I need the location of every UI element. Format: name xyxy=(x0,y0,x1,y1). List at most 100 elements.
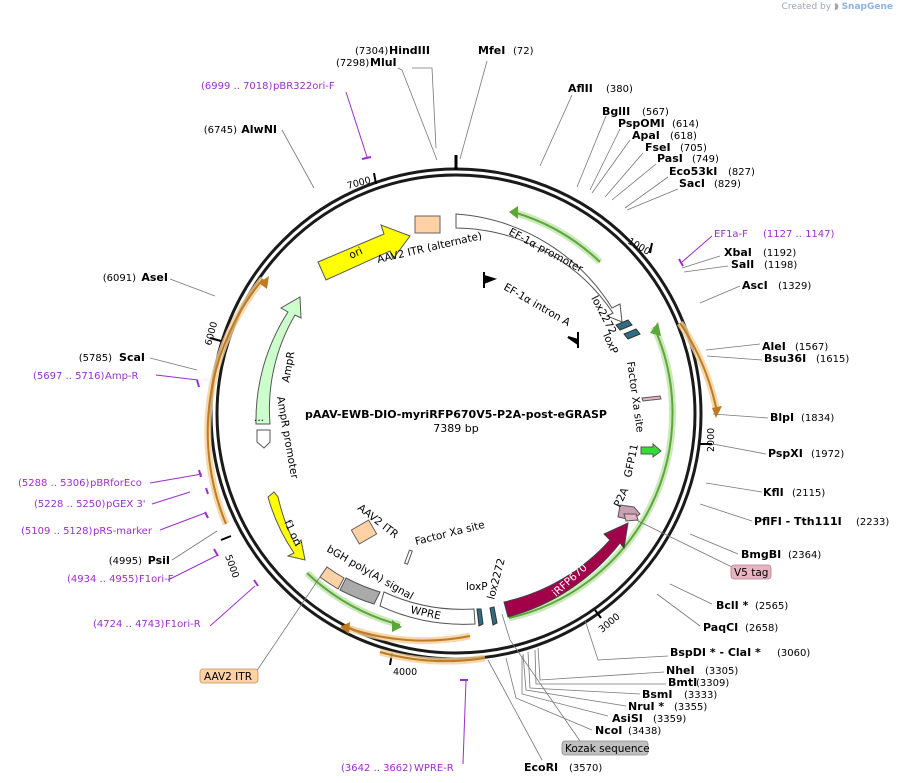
leader-asei xyxy=(169,278,216,297)
site-pos-ecori: (3570) xyxy=(569,763,602,774)
primer-marks xyxy=(196,156,684,681)
kozak-box xyxy=(561,740,649,756)
leader-nhei xyxy=(537,647,665,681)
primer-name-ef1a-f: EF1a-F xyxy=(714,229,748,240)
ampr-promoter-feature xyxy=(256,429,271,449)
site-name-asei: AseI xyxy=(141,271,168,284)
orf-arrowhead-irfp xyxy=(650,322,661,336)
site-name-nrui: NruI * xyxy=(628,700,664,713)
site-name-bsmi: BsmI xyxy=(642,688,673,701)
site-pos-asci: (1329) xyxy=(778,281,811,292)
site-name-mfei: MfeI xyxy=(478,44,505,57)
primer-mark-pbr322 xyxy=(361,156,372,160)
gfp11-feature xyxy=(640,442,662,458)
ef1a-promoter-feature xyxy=(455,213,623,323)
leader-v5 xyxy=(635,519,735,569)
site-name-alei: AleI xyxy=(762,340,786,353)
site-name-pasi: PasI xyxy=(657,152,683,165)
site-pos-fsei: (705) xyxy=(680,143,707,154)
label-lox2272-bottom: lox2272 xyxy=(485,557,507,601)
leader-mfei xyxy=(459,60,488,160)
leader-bsu36i xyxy=(706,355,763,361)
label-ampr-ellipsis: ... xyxy=(254,412,264,424)
primer-name-f1ori-r: F1ori-R xyxy=(165,619,201,630)
aav2-itr-alt-feature xyxy=(414,215,441,234)
label-gfp11: GFP11 xyxy=(622,443,641,479)
site-name-asisi: AsiSI xyxy=(612,712,643,725)
site-pos-blpi: (1834) xyxy=(801,413,834,424)
leader-bmti xyxy=(534,649,666,685)
primer-range-f1ori-r: (4724 .. 4743) xyxy=(93,619,165,630)
label-ampr: AmpR xyxy=(280,351,297,384)
ori-feature xyxy=(317,224,411,281)
label-loxp-bottom: loxP xyxy=(466,581,488,593)
leader-blpi xyxy=(712,413,769,419)
orf-arc-bottom1 xyxy=(344,626,471,642)
tick-7000 xyxy=(373,172,377,185)
site-name-eco53ki: Eco53kI xyxy=(669,165,717,178)
primer-mark-prs xyxy=(204,511,209,519)
primer-leaders xyxy=(149,91,713,765)
primer-mark-ef1a-f xyxy=(678,258,684,267)
leader-aav2-itr-bottom xyxy=(255,576,321,673)
site-pos-mlui: (7298) xyxy=(336,58,369,69)
leader-pasi xyxy=(611,163,657,201)
site-name-mlui: MluI xyxy=(370,56,397,69)
leader-kozak xyxy=(501,613,581,742)
leader-psii xyxy=(171,530,218,561)
orf-arc-ef1a xyxy=(512,211,601,263)
site-name-fsei: FseI xyxy=(645,141,671,154)
primer-mark-pbrforeco xyxy=(198,469,202,478)
leader-eco53ki xyxy=(624,176,669,209)
factor-xa-left-feature xyxy=(404,549,413,565)
site-pos-pspxi: (1972) xyxy=(811,449,844,460)
orf-arrowhead-right xyxy=(712,406,722,418)
site-name-pspxi: PspXI xyxy=(768,447,803,460)
tick-6000 xyxy=(209,337,222,342)
leader-mlui xyxy=(397,67,438,161)
wpre-feature xyxy=(379,591,476,625)
tick-label-3000: 3000 xyxy=(597,611,623,635)
primer-leader-f1ori-r xyxy=(209,585,256,627)
leader-ncoi xyxy=(505,657,593,731)
leader-alwni xyxy=(281,129,315,189)
site-name-psii: PsiI xyxy=(148,554,170,567)
tick-label-6000: 6000 xyxy=(203,321,220,347)
site-pos-nhei: (3305) xyxy=(705,666,738,677)
site-pos-bsu36i: (1615) xyxy=(816,354,849,365)
site-pos-asisi: (3359) xyxy=(653,714,686,725)
v5-tag-box xyxy=(730,564,772,580)
primer-range-f1ori-f: (4934 .. 4955) xyxy=(67,574,139,585)
site-name-bmti: BmtI xyxy=(668,676,697,689)
site-pos-bglii: (567) xyxy=(642,107,669,118)
label-ori: ori xyxy=(347,245,364,262)
primer-mark-f1ori-r xyxy=(253,579,259,587)
primer-mark-f1ori-f xyxy=(213,548,219,557)
orf-arrowhead-bottom1 xyxy=(340,622,350,634)
tick-label-1000: 1000 xyxy=(626,236,652,258)
site-name-saci: SacI xyxy=(679,177,705,190)
leader-xbai xyxy=(681,255,721,269)
site-name-blpi: BlpI xyxy=(770,411,794,424)
primer-name-pbrforeco: pBRforEco xyxy=(90,478,142,489)
label-factor-xa-right: Factor Xa site xyxy=(624,361,646,433)
site-name-aflii: AflII xyxy=(568,82,593,95)
site-name-paqci: PaqCI xyxy=(703,621,738,634)
site-pos-alwni: (6745) xyxy=(204,125,237,136)
primer-name-f1ori-f: F1ori-F xyxy=(139,574,174,585)
primer-range-wpre-r: (3642 .. 3662) xyxy=(341,763,413,774)
primer-range-amp-r: (5697 .. 5716) xyxy=(33,371,105,382)
site-name-xbai: XbaI xyxy=(724,246,752,259)
orf-halo-right xyxy=(677,321,721,413)
primer-leader-wpre-r xyxy=(462,679,467,765)
leader-bspdi xyxy=(584,619,669,661)
primer-range-pgex: (5228 .. 5250) xyxy=(34,499,106,510)
site-pos-saci: (829) xyxy=(714,179,741,190)
ef1a-intron-end-icon xyxy=(567,332,579,348)
primer-mark-pgex xyxy=(205,487,209,495)
site-pos-aflii: (380) xyxy=(606,84,633,95)
backbone-inner xyxy=(215,173,697,655)
snapgene-credit: Created by ◗ SnapGene xyxy=(782,2,893,12)
leader-bcli xyxy=(669,583,713,605)
lox-feature-4 xyxy=(489,606,498,626)
